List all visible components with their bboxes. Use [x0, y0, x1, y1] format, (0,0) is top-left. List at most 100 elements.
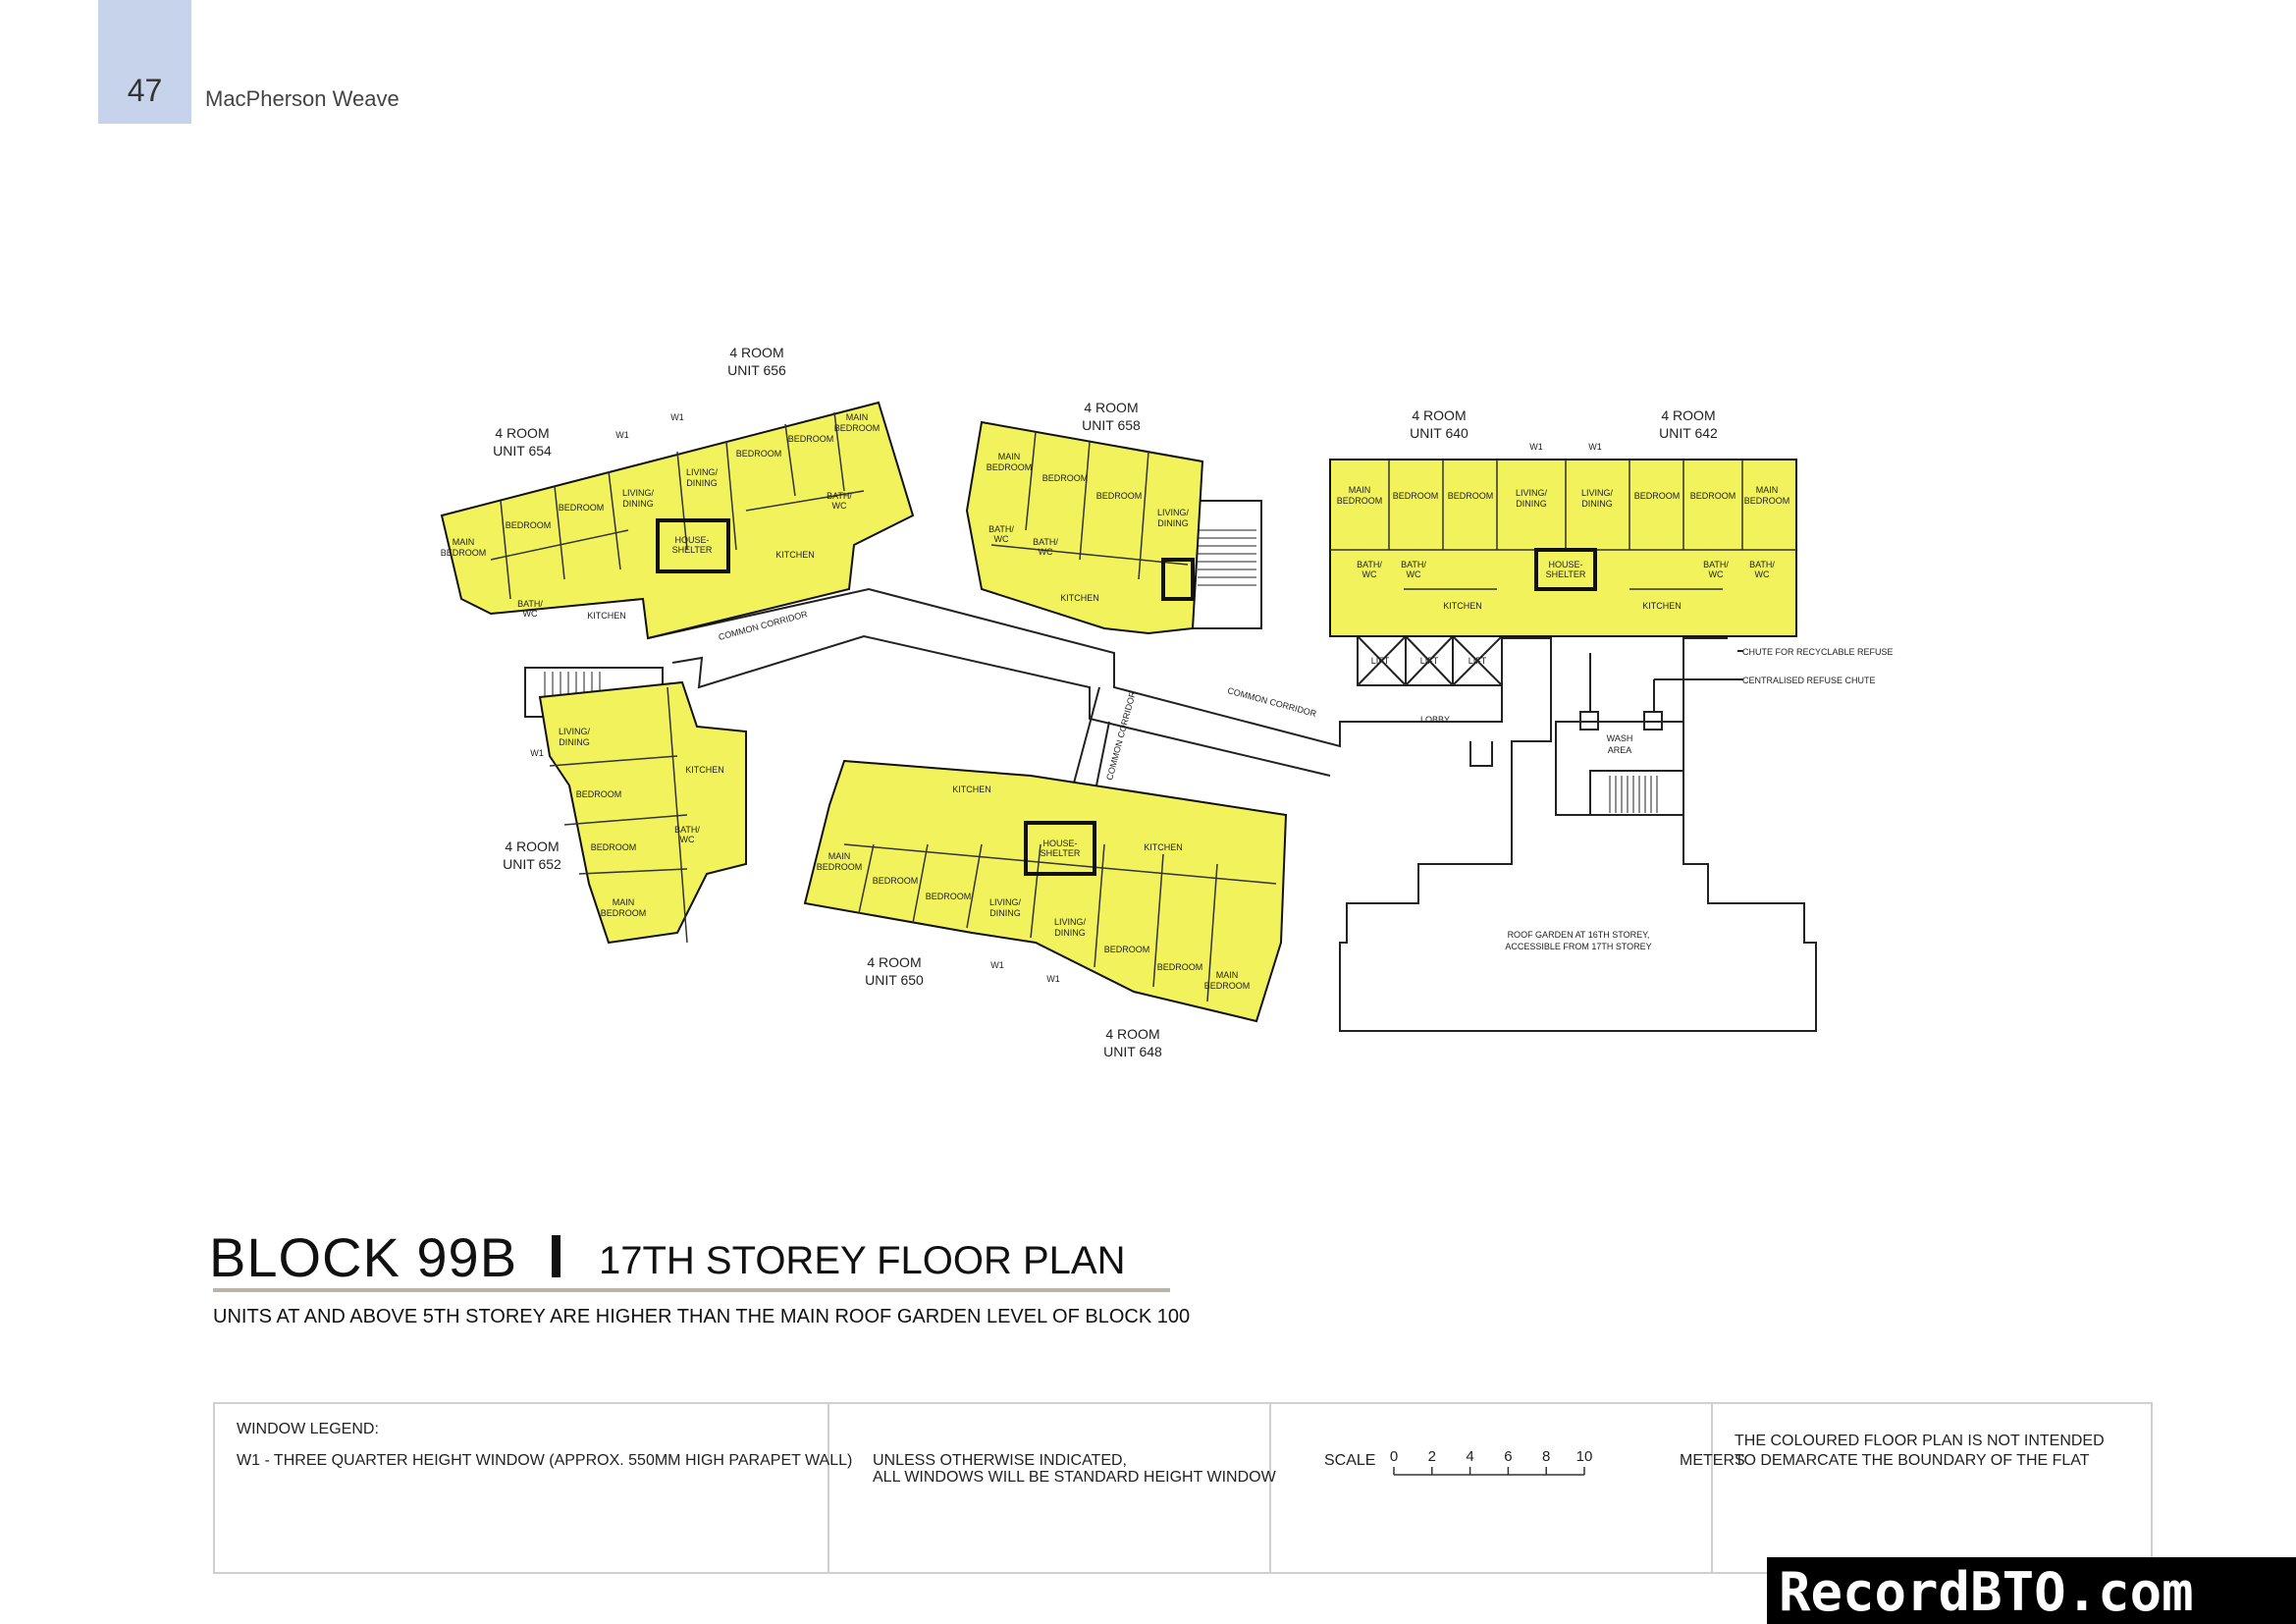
disclaimer-line2: TO DEMARCATE THE BOUNDARY OF THE FLAT	[1735, 1452, 2090, 1469]
title-rule	[213, 1288, 1170, 1292]
room-main-bedroom: MAIN	[1756, 485, 1779, 495]
window-tag-w1: W1	[1588, 442, 1602, 452]
title-separator	[552, 1235, 561, 1277]
project-name: MacPherson Weave	[205, 86, 400, 111]
window-note-line1: UNLESS OTHERWISE INDICATED,	[873, 1452, 1127, 1469]
room-bath: BATH/	[827, 491, 852, 501]
scale-tick-label: 10	[1576, 1448, 1593, 1465]
room-bedroom: BEDROOM	[1634, 491, 1681, 501]
unit-652-number: UNIT 652	[503, 856, 561, 872]
room-kitchen: KITCHEN	[685, 765, 724, 775]
room-bedroom: BEDROOM	[506, 520, 552, 530]
room-bath: WC	[1362, 569, 1377, 579]
room-bedroom: BEDROOM	[873, 876, 919, 886]
centralised-chute-label: CENTRALISED REFUSE CHUTE	[1742, 676, 1876, 685]
room-main-bedroom: MAIN	[828, 851, 851, 861]
window-tag-w1: W1	[530, 748, 544, 758]
common-corridor-label: COMMON CORRIDOR	[1226, 685, 1317, 719]
wash-area-label: AREA	[1608, 745, 1632, 755]
room-bedroom: BEDROOM	[1104, 945, 1150, 954]
room-living: LIVING/	[622, 488, 655, 498]
room-main-bedroom: BEDROOM	[817, 862, 863, 872]
room-bath: WC	[1755, 569, 1770, 579]
storey-title: 17TH STOREY FLOOR PLAN	[599, 1239, 1126, 1282]
room-living: LIVING/	[1516, 488, 1548, 498]
room-bath: BATH/	[1401, 560, 1426, 569]
room-main-bedroom: BEDROOM	[441, 548, 487, 558]
unit-650-number: UNIT 650	[865, 972, 924, 988]
unit-642-number: UNIT 642	[1659, 425, 1718, 441]
room-main-bedroom: BEDROOM	[1744, 496, 1790, 506]
window-tag-w1: W1	[615, 430, 629, 440]
room-living: DINING	[1157, 518, 1189, 528]
unit-640-type: 4 ROOM	[1412, 407, 1466, 423]
room-kitchen: KITCHEN	[1060, 593, 1099, 603]
room-bath: BATH/	[517, 599, 543, 609]
unit-658-number: UNIT 658	[1082, 417, 1141, 433]
room-living: LIVING/	[686, 467, 719, 477]
unit-642-type: 4 ROOM	[1661, 407, 1715, 423]
unit-658-type: 4 ROOM	[1084, 400, 1138, 415]
room-kitchen: KITCHEN	[1443, 601, 1482, 611]
room-bedroom: BEDROOM	[1042, 473, 1089, 483]
common-corridor-label: COMMON CORRIDOR	[1104, 689, 1138, 781]
room-bedroom: BEDROOM	[1690, 491, 1736, 501]
disclaimer-cell: THE COLOURED FLOOR PLAN IS NOT INTENDED …	[1713, 1404, 2155, 1572]
lift-label: LIFT	[1420, 656, 1439, 666]
room-main-bedroom: MAIN	[998, 452, 1021, 461]
room-bath: BATH/	[988, 524, 1014, 534]
room-living: LIVING/	[1054, 917, 1087, 927]
window-tag-w1: W1	[1529, 442, 1543, 452]
unit-654-type: 4 ROOM	[495, 425, 549, 441]
scale-unit: METERS	[1680, 1452, 1745, 1469]
window-tag-w1: W1	[1046, 974, 1060, 984]
room-living: DINING	[989, 908, 1021, 918]
room-kitchen: KITCHEN	[1642, 601, 1682, 611]
room-main-bedroom: BEDROOM	[834, 423, 881, 433]
watermark-text: RecordBTO.com	[1779, 1561, 2194, 1623]
watermark-badge	[1767, 1557, 2296, 1624]
wash-area-label: WASH	[1607, 733, 1633, 743]
room-bedroom: BEDROOM	[926, 892, 972, 901]
room-household-shelter: SHELTER	[1041, 848, 1081, 858]
room-household-shelter: SHELTER	[672, 545, 713, 555]
room-bath: WC	[1039, 547, 1053, 557]
room-bath: BATH/	[1033, 537, 1058, 547]
window-note-line2: ALL WINDOWS WILL BE STANDARD HEIGHT WIND…	[873, 1469, 1276, 1486]
room-living: LIVING/	[1157, 508, 1190, 517]
unit-648-number: UNIT 648	[1103, 1044, 1162, 1059]
subtitle: UNITS AT AND ABOVE 5TH STOREY ARE HIGHER…	[213, 1306, 1191, 1327]
room-bedroom: BEDROOM	[591, 842, 637, 852]
room-bath: WC	[1709, 569, 1724, 579]
room-main-bedroom: MAIN	[1349, 485, 1371, 495]
room-living: DINING	[559, 737, 590, 747]
room-living: LIVING/	[1581, 488, 1614, 498]
room-main-bedroom: MAIN	[453, 537, 475, 547]
w1-description: W1 - THREE QUARTER HEIGHT WINDOW (APPROX…	[237, 1452, 853, 1469]
room-bedroom: BEDROOM	[1096, 491, 1143, 501]
unit-640-number: UNIT 640	[1410, 425, 1468, 441]
room-bath: BATH/	[1749, 560, 1775, 569]
unit-656-type: 4 ROOM	[729, 345, 783, 360]
room-bedroom: BEDROOM	[1157, 962, 1203, 972]
room-kitchen: KITCHEN	[775, 550, 815, 560]
unit-block-652	[538, 680, 747, 945]
unit-labels: 4 ROOM UNIT 656 4 ROOM UNIT 654 4 ROOM U…	[493, 345, 1718, 1059]
room-bath: WC	[832, 501, 847, 511]
scale-tick-label: 8	[1542, 1448, 1550, 1465]
unit-656-number: UNIT 656	[727, 362, 786, 378]
room-bath: BATH/	[1703, 560, 1729, 569]
window-legend-cell: WINDOW LEGEND: W1 - THREE QUARTER HEIGHT…	[215, 1404, 852, 1572]
scale-cell: SCALE METERS	[1271, 1404, 1745, 1572]
room-main-bedroom: MAIN	[613, 897, 635, 907]
room-household-shelter: SHELTER	[1546, 569, 1586, 579]
room-bath: WC	[523, 609, 538, 619]
window-tags: W1 W1 W1 W1 W1 W1 W1	[530, 412, 1602, 984]
room-bedroom: BEDROOM	[576, 789, 622, 799]
unit-block-648-650	[803, 759, 1288, 1023]
partitions	[490, 411, 1796, 1002]
room-kitchen: KITCHEN	[587, 611, 626, 621]
room-labels: MAIN BEDROOM BEDROOM BEDROOM LIVING/ DIN…	[441, 412, 1790, 991]
roof-garden-label: ROOF GARDEN AT 16TH STOREY,	[1508, 930, 1650, 940]
